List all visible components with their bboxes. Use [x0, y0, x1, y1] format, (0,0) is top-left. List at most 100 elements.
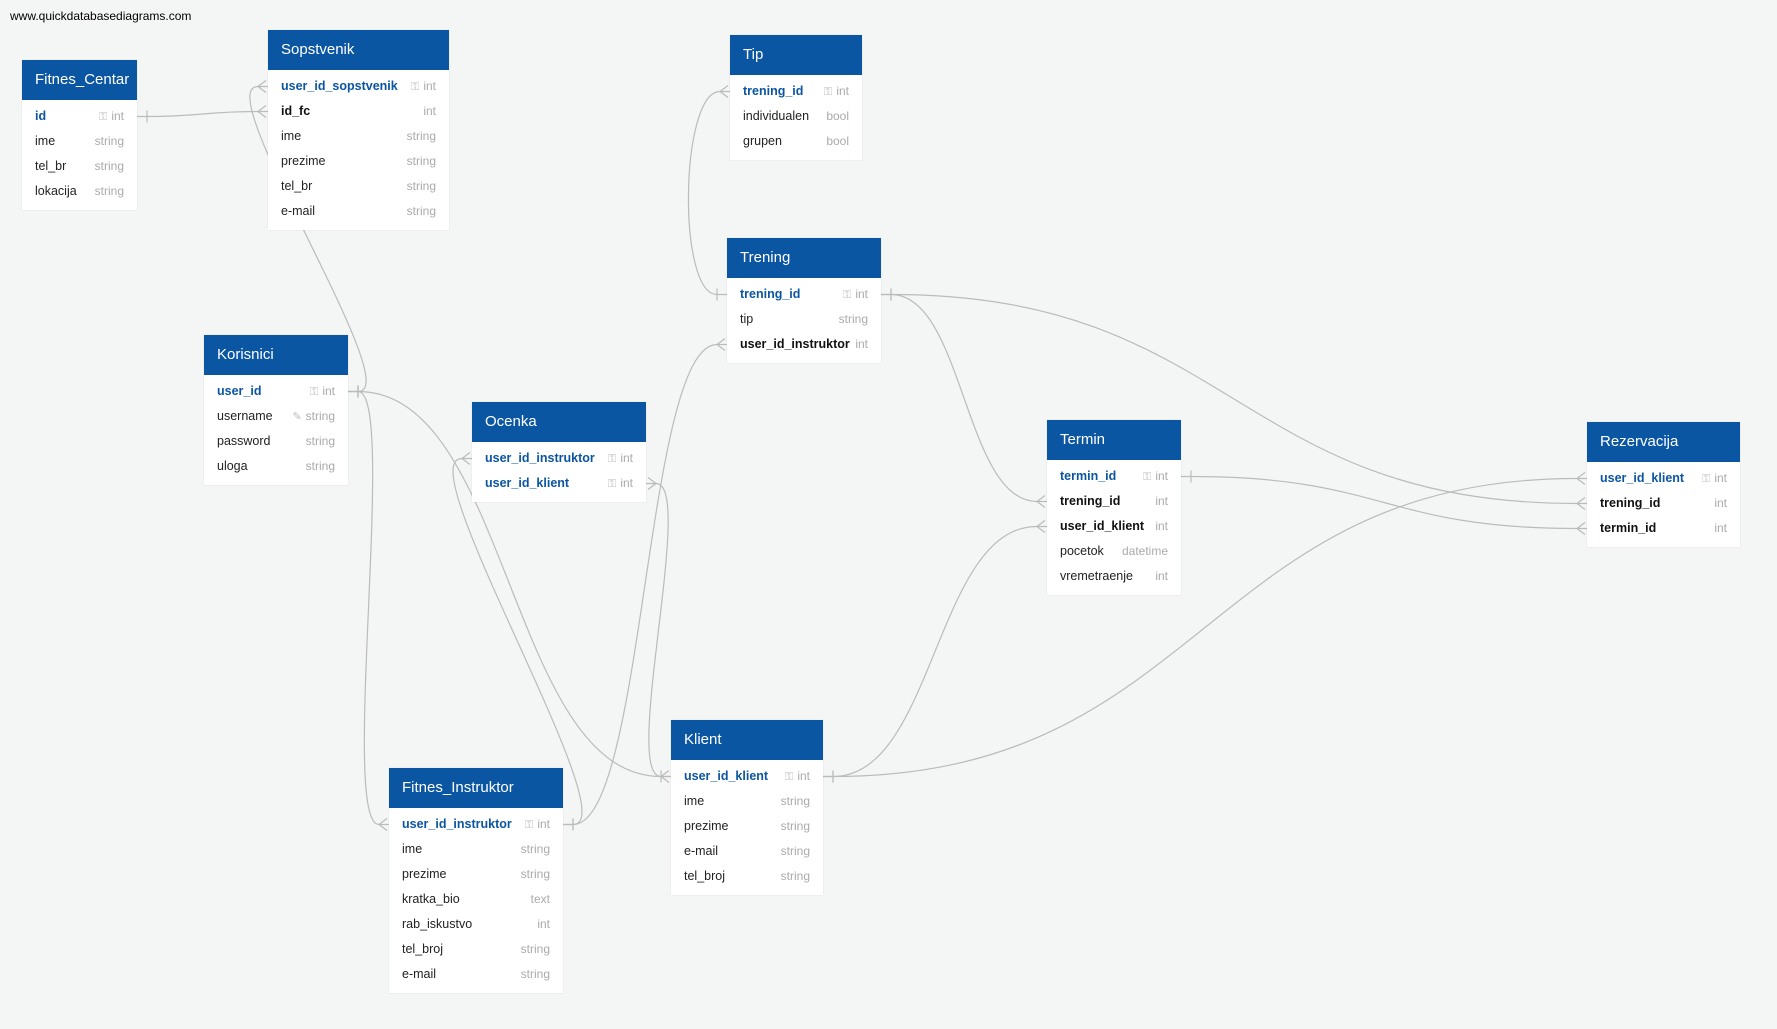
field-type: string — [305, 434, 335, 448]
field-type: string — [406, 204, 436, 218]
relationship-line — [1576, 497, 1586, 510]
field-row[interactable]: id⚿int — [22, 104, 137, 129]
field-name: trening_id — [1060, 494, 1121, 508]
field-row[interactable]: user_id_instruktor⚿int — [472, 446, 646, 471]
field-row[interactable]: user_id_instruktor⚿int — [389, 812, 563, 837]
field-row[interactable]: prezime string — [389, 862, 563, 887]
site-watermark: www.quickdatabasediagrams.com — [10, 9, 192, 23]
table-title[interactable]: Trening — [727, 238, 881, 278]
key-icon: ⚿ — [1701, 473, 1711, 485]
key-icon: ⚿ — [607, 453, 617, 465]
field-row[interactable]: trening_id int — [1047, 489, 1181, 514]
table-title[interactable]: Fitnes_Instruktor — [389, 768, 563, 808]
relationship-line — [823, 525, 1047, 778]
relationship-line — [823, 477, 1587, 778]
field-row[interactable]: trening_id⚿int — [727, 282, 881, 307]
field-row[interactable]: user_id⚿int — [204, 379, 348, 404]
field-row[interactable]: user_id_klient ⚿int — [671, 764, 823, 789]
relationship-line — [687, 90, 730, 296]
table-title[interactable]: Termin — [1047, 420, 1181, 460]
field-row[interactable]: user_id_sopstvenik⚿int — [268, 74, 449, 99]
field-type: ⚿int — [607, 476, 633, 490]
key-icon: ⚿ — [784, 771, 794, 783]
field-name: trening_id — [740, 287, 801, 301]
table-title[interactable]: Ocenka — [472, 402, 646, 442]
field-name: tel_broj — [684, 869, 725, 883]
field-type: int — [423, 104, 436, 118]
field-type: string — [520, 942, 550, 956]
field-name: tel_broj — [402, 942, 443, 956]
relationship-line — [452, 457, 583, 826]
table-title[interactable]: Fitnes_Centar — [22, 60, 137, 100]
field-name: kratka_bio — [402, 892, 460, 906]
field-type: int — [1155, 494, 1168, 508]
table-title[interactable]: Tip — [730, 35, 862, 75]
field-name: prezime — [402, 867, 447, 881]
field-row[interactable]: termin_id⚿int — [1047, 464, 1181, 489]
table-title[interactable]: Rezervacija — [1587, 422, 1740, 462]
field-row[interactable]: tel_broj string — [389, 937, 563, 962]
field-type: int — [1155, 519, 1168, 533]
relationship-line — [719, 85, 729, 98]
field-row[interactable]: username✎string — [204, 404, 348, 429]
field-row[interactable]: user_id_klient⚿int — [472, 471, 646, 496]
field-type: string — [520, 867, 550, 881]
field-row[interactable]: user_id_klient⚿int — [1587, 466, 1740, 491]
field-type: string — [838, 312, 868, 326]
field-name: ime — [402, 842, 423, 856]
field-name: user_id_instruktor — [485, 451, 595, 465]
table-title[interactable]: Korisnici — [204, 335, 348, 375]
field-name: user_id_klient — [684, 769, 769, 783]
field-name: prezime — [684, 819, 729, 833]
relationship-line — [1576, 472, 1586, 485]
key-icon: ⚿ — [842, 289, 852, 301]
field-row[interactable]: trening_id⚿int — [730, 79, 862, 104]
field-type: bool — [826, 134, 849, 148]
key-icon: ⚿ — [823, 86, 833, 98]
table-title[interactable]: Sopstvenik — [268, 30, 449, 70]
field-name: ime — [35, 134, 56, 148]
field-type: string — [780, 794, 810, 808]
field-type: ⚿int — [784, 769, 810, 783]
table-title[interactable]: Klient — [671, 720, 823, 760]
relationship-line — [348, 390, 671, 778]
field-type: int — [537, 917, 550, 931]
